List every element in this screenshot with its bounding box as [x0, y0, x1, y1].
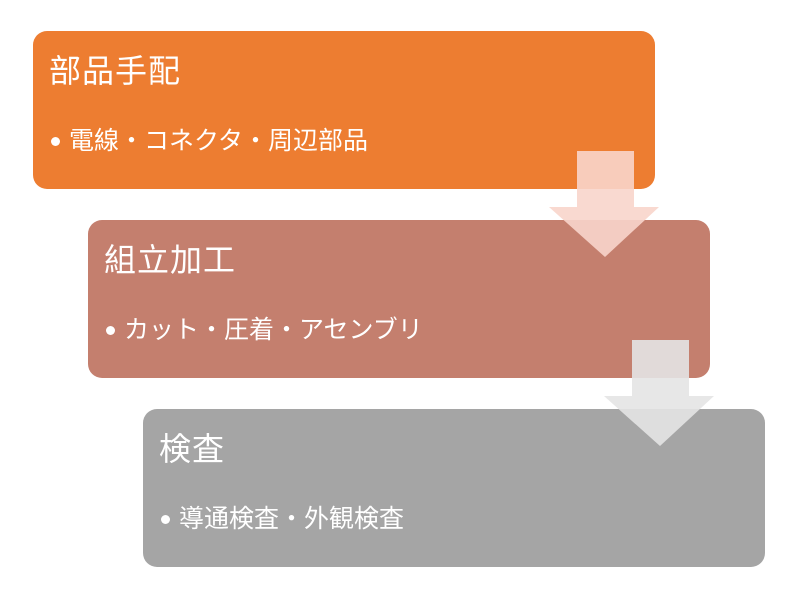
step-title: 部品手配	[49, 52, 182, 90]
step-title: 検査	[159, 430, 226, 468]
step-box-inspection: 検査 導通検査・外観検査	[143, 409, 765, 567]
down-arrow-icon	[604, 340, 714, 446]
bullet-dot-icon	[51, 136, 60, 146]
down-arrow-icon	[549, 151, 659, 257]
step-box-assembly-processing: 組立加工 カット・圧着・アセンブリ	[88, 220, 710, 378]
step-detail-text: 電線・コネクタ・周辺部品	[69, 126, 369, 155]
step-detail-text: 導通検査・外観検査	[179, 504, 405, 533]
bullet-dot-icon	[161, 514, 170, 524]
step-detail-row: カット・圧着・アセンブリ	[104, 314, 694, 346]
step-title: 組立加工	[104, 241, 237, 279]
bullet-dot-icon	[106, 325, 115, 335]
step-detail-row: 電線・コネクタ・周辺部品	[49, 125, 639, 157]
step-detail-row: 導通検査・外観検査	[159, 503, 749, 535]
step-detail-text: カット・圧着・アセンブリ	[124, 315, 423, 344]
arrow-shape-2	[604, 340, 714, 446]
arrow-shape-1	[549, 151, 659, 257]
step-box-parts-procurement: 部品手配 電線・コネクタ・周辺部品	[33, 31, 655, 189]
